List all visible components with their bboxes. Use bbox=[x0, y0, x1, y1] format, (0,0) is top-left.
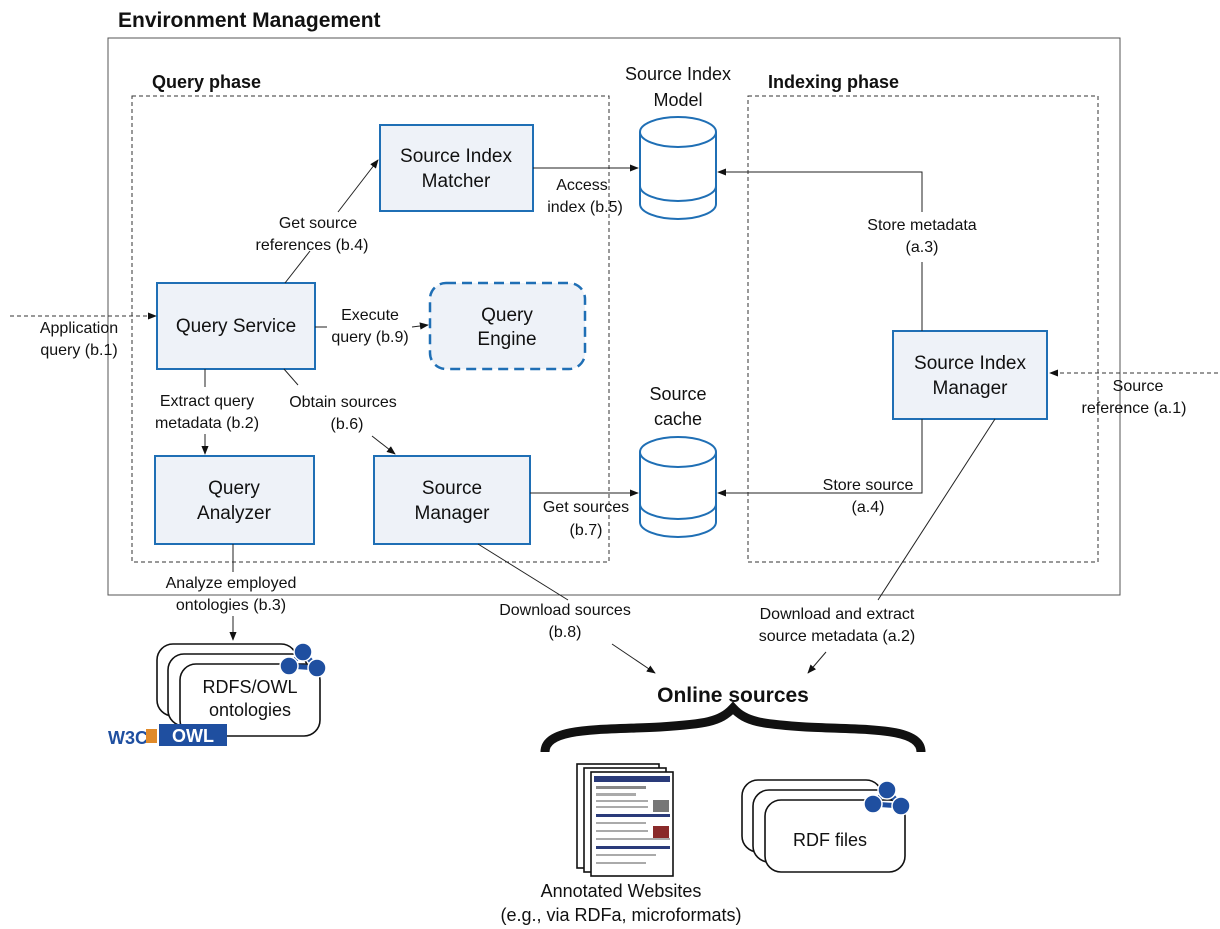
edge-b4-lower bbox=[284, 250, 311, 284]
edge-a4 bbox=[717, 419, 923, 497]
edge-b4-label: Get source bbox=[279, 215, 357, 232]
edge-b5-label: Access bbox=[556, 177, 608, 194]
svg-text:Query: Query bbox=[481, 305, 533, 326]
edge-b6 bbox=[371, 435, 396, 455]
cube-icon bbox=[146, 729, 157, 743]
edge-a3-label: Store metadata bbox=[867, 217, 977, 234]
svg-text:Analyzer: Analyzer bbox=[197, 503, 272, 524]
online-sources-title: Online sources bbox=[657, 684, 809, 707]
source-index-matcher: Source Index Matcher bbox=[379, 124, 534, 212]
edge-b2-label: Extract query bbox=[160, 393, 254, 410]
svg-text:Source: Source bbox=[422, 478, 482, 499]
edge-a2-label: Download and extract bbox=[760, 606, 915, 623]
w3c-owl-logo: W3C OWL bbox=[108, 724, 227, 748]
svg-text:query (b.9): query (b.9) bbox=[331, 329, 408, 346]
svg-text:Source Index: Source Index bbox=[400, 146, 512, 167]
ontologies-stack: RDFS/OWL ontologies bbox=[156, 643, 326, 737]
edge-b1-label: Application bbox=[40, 320, 118, 337]
source-index-model-store: Source Index Model bbox=[625, 64, 731, 220]
source-cache-store: Source cache bbox=[639, 384, 717, 538]
indexing-phase-title: Indexing phase bbox=[768, 72, 899, 92]
edge-b9-label: Execute bbox=[341, 307, 399, 324]
svg-text:Engine: Engine bbox=[477, 329, 536, 350]
svg-text:(b.8): (b.8) bbox=[549, 624, 582, 641]
edge-b3-label: Analyze employed bbox=[166, 575, 297, 592]
edge-a3 bbox=[717, 168, 923, 212]
query-phase-title: Query phase bbox=[152, 72, 261, 92]
diagram-title: Environment Management bbox=[118, 9, 381, 32]
svg-text:source metadata (a.2): source metadata (a.2) bbox=[759, 628, 916, 645]
svg-text:RDF files: RDF files bbox=[793, 830, 867, 850]
query-engine: Query Engine bbox=[428, 281, 587, 371]
edge-b6-start bbox=[283, 368, 299, 386]
svg-text:Query: Query bbox=[208, 478, 260, 499]
svg-text:(b.6): (b.6) bbox=[331, 416, 364, 433]
svg-text:ontologies: ontologies bbox=[209, 700, 291, 720]
edges: Application query (b.1) Get source refer… bbox=[10, 159, 1218, 674]
svg-text:OWL: OWL bbox=[172, 726, 214, 746]
svg-text:(a.4): (a.4) bbox=[852, 499, 885, 516]
edge-a2-start bbox=[877, 418, 996, 601]
svg-text:reference (a.1): reference (a.1) bbox=[1082, 400, 1187, 417]
svg-text:Manager: Manager bbox=[415, 503, 491, 524]
w3c-logo-icon: W3C bbox=[108, 728, 148, 748]
edge-b8-start bbox=[477, 543, 569, 601]
svg-text:Query Service: Query Service bbox=[176, 316, 296, 337]
edge-b9 bbox=[411, 322, 429, 330]
indexing-phase-region bbox=[747, 95, 1099, 563]
edge-a2 bbox=[807, 651, 827, 674]
svg-text:Model: Model bbox=[653, 90, 702, 110]
svg-text:Matcher: Matcher bbox=[422, 171, 491, 192]
query-service: Query Service bbox=[156, 282, 316, 370]
edge-b8 bbox=[611, 643, 656, 674]
query-phase-region bbox=[131, 95, 610, 563]
query-analyzer: Query Analyzer bbox=[154, 455, 315, 545]
svg-text:(b.7): (b.7) bbox=[570, 522, 603, 539]
svg-text:Manager: Manager bbox=[933, 378, 1009, 399]
svg-text:references (b.4): references (b.4) bbox=[256, 237, 369, 254]
owl-logo-icon bbox=[159, 724, 227, 746]
edge-b8-label: Download sources bbox=[499, 602, 631, 619]
edge-b4 bbox=[337, 159, 379, 213]
rdf-files-stack: RDF files bbox=[741, 780, 910, 873]
edge-a1-label: Source bbox=[1113, 378, 1164, 395]
svg-text:Source Index: Source Index bbox=[914, 353, 1026, 374]
edge-b6-label: Obtain sources bbox=[289, 394, 397, 411]
edge-b7-label: Get sources bbox=[543, 499, 629, 516]
curly-brace bbox=[540, 701, 926, 753]
svg-text:Source: Source bbox=[649, 384, 706, 404]
svg-text:query (b.1): query (b.1) bbox=[40, 342, 117, 359]
svg-text:(a.3): (a.3) bbox=[906, 239, 939, 256]
webpage-stack-icon bbox=[576, 763, 674, 877]
annotated-websites-label: Annotated Websites bbox=[541, 881, 702, 901]
svg-text:cache: cache bbox=[654, 409, 702, 429]
svg-text:ontologies (b.3): ontologies (b.3) bbox=[176, 597, 286, 614]
source-manager: Source Manager bbox=[373, 455, 531, 545]
svg-text:RDFS/OWL: RDFS/OWL bbox=[202, 677, 297, 697]
source-index-manager: Source Index Manager bbox=[892, 330, 1048, 420]
annotated-websites-subtitle: (e.g., via RDFa, microformats) bbox=[500, 905, 741, 925]
svg-text:index (b.5): index (b.5) bbox=[547, 199, 623, 216]
edge-a4-label: Store source bbox=[823, 477, 914, 494]
svg-text:Source Index: Source Index bbox=[625, 64, 731, 84]
svg-text:metadata (b.2): metadata (b.2) bbox=[155, 415, 259, 432]
